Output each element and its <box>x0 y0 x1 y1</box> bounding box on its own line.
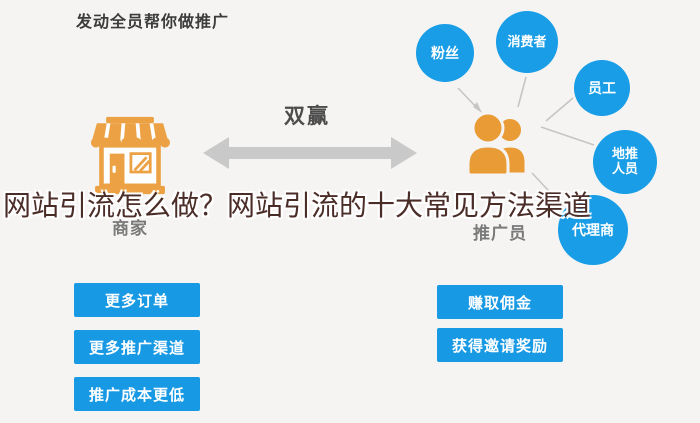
people-icon <box>466 112 528 177</box>
role-circle-agent: 代理商 <box>558 195 628 265</box>
page-title: 发动全员帮你做推广 <box>76 14 230 31</box>
winwin-label: 双赢 <box>284 105 330 128</box>
role-label: 粉丝 <box>431 44 459 61</box>
promoter-label: 推广员 <box>473 224 527 243</box>
role-circle-fans: 粉丝 <box>416 24 474 82</box>
role-label: 消费者 <box>507 33 547 49</box>
role-circle-ground-promoter: 地推人员 <box>593 130 657 194</box>
role-circle-staff: 员工 <box>574 60 630 116</box>
role-label: 地推人员 <box>611 146 638 176</box>
promoter-benefit-invite-reward: 获得邀请奖励 <box>437 328 563 362</box>
merchant-label: 商家 <box>112 219 148 238</box>
merchant-benefit-channels: 更多推广渠道 <box>74 330 200 364</box>
role-circle-consumer: 消费者 <box>496 11 558 73</box>
merchant-benefit-orders: 更多订单 <box>74 283 200 317</box>
overlay-headline: 网站引流怎么做？网站引流的十大常见方法渠道 <box>3 191 592 222</box>
promoter-benefit-commission: 赚取佣金 <box>437 285 563 319</box>
double-arrow-icon <box>203 137 417 169</box>
merchant-benefit-lower-cost: 推广成本更低 <box>74 377 200 411</box>
role-label: 代理商 <box>572 221 614 238</box>
storefront-icon <box>90 116 171 195</box>
role-label: 员工 <box>588 79 616 96</box>
